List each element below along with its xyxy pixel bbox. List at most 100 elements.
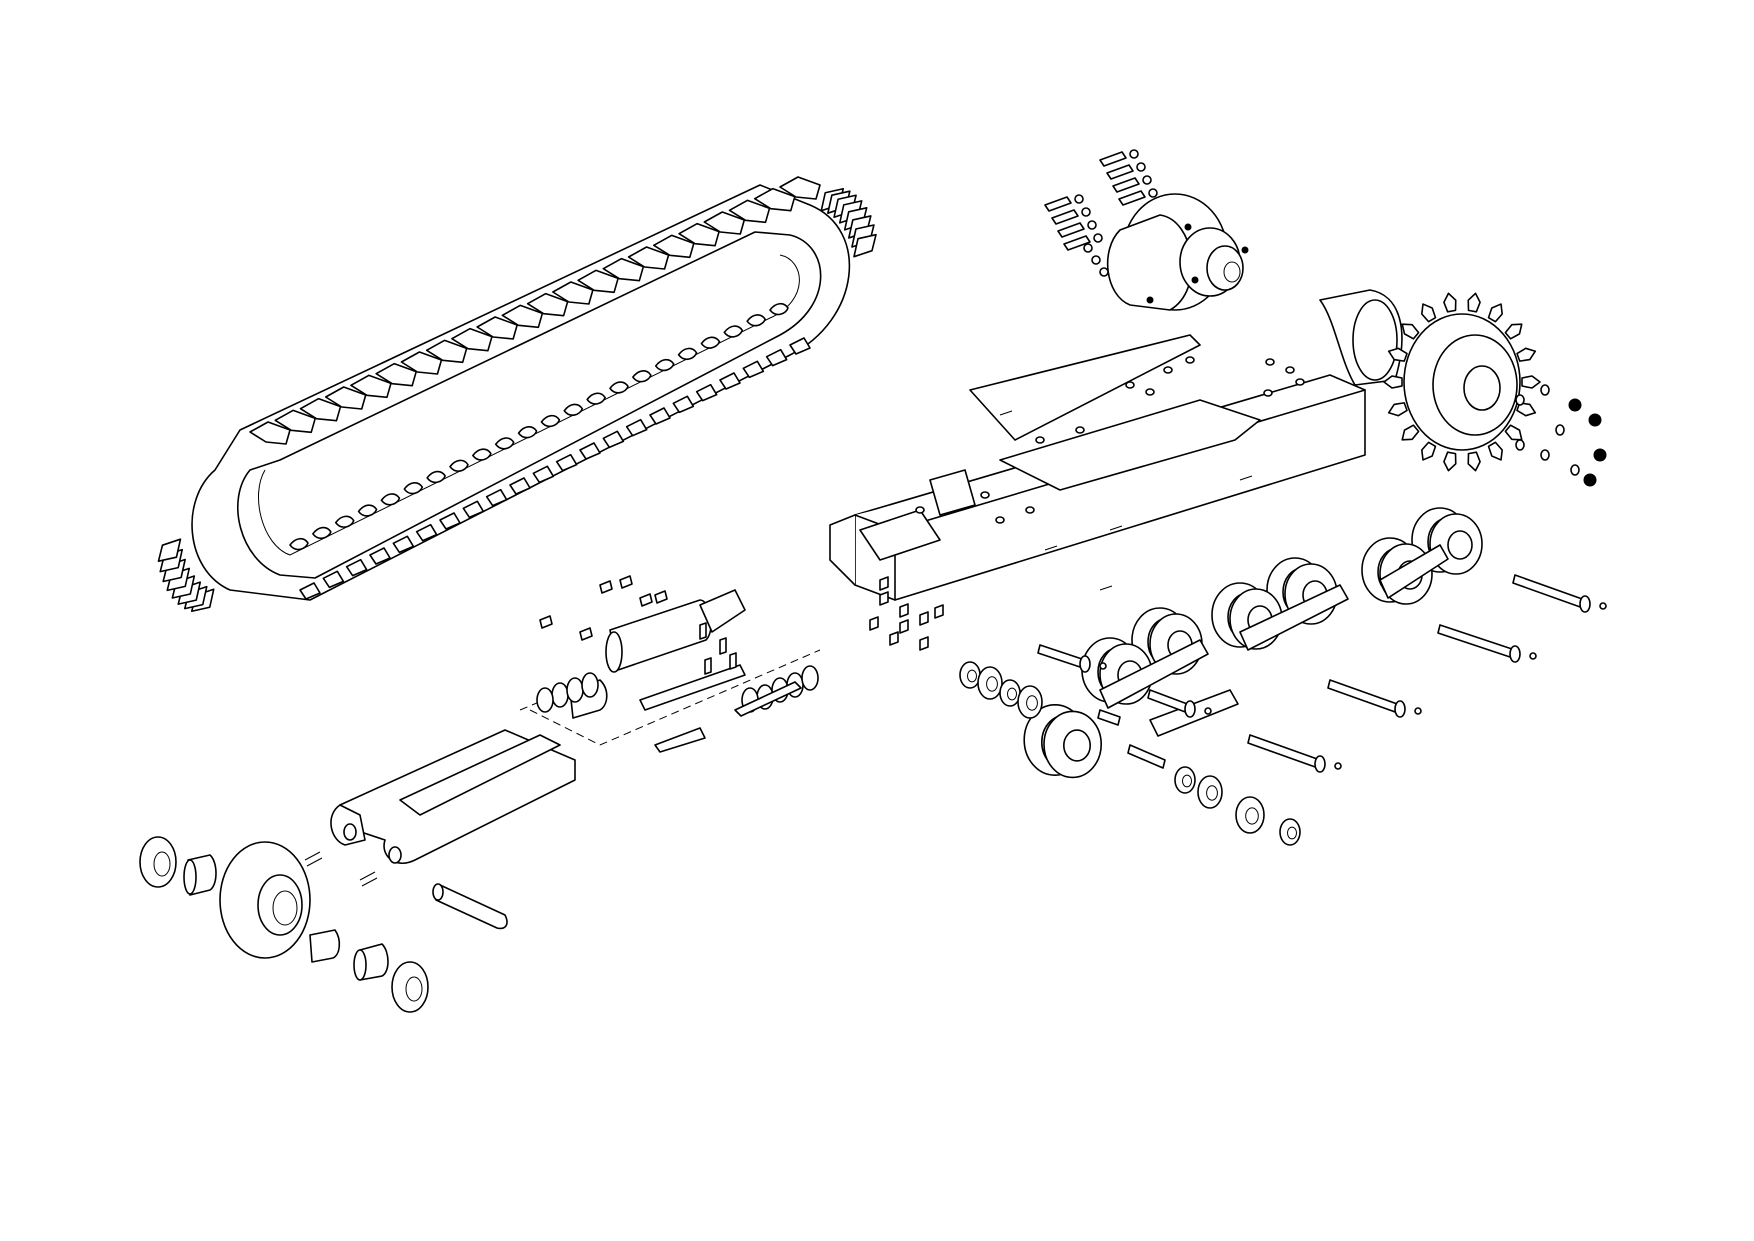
tread-lug: [552, 281, 594, 305]
tread-lug: [602, 257, 645, 282]
hole-icon: [915, 506, 925, 514]
washer-bore: [1182, 774, 1192, 788]
tread-lug: [501, 304, 544, 329]
seal-ring-icon: [566, 677, 584, 703]
drive-lug: [403, 481, 424, 495]
sprocket-tooth: [1383, 375, 1403, 389]
tread-lug: [602, 430, 625, 449]
washer-icon: [999, 679, 1021, 707]
tread-lug: [728, 199, 771, 224]
seal-ring-icon: [536, 687, 554, 713]
tread-lug: [299, 397, 342, 422]
tread-lug: [703, 211, 746, 235]
roller-bracket: [1099, 639, 1209, 709]
washer-icon: [1555, 424, 1565, 436]
rubber-track-icon: [157, 176, 877, 613]
washer-icon: [1540, 449, 1550, 461]
bolt-icon: [729, 652, 737, 670]
sprocket-tooth: [1487, 441, 1503, 461]
bolt-icon: [1099, 151, 1127, 167]
washer-icon: [1091, 255, 1101, 265]
washer-bore: [1245, 807, 1259, 825]
axle-pin: [1097, 709, 1121, 726]
axle-pin: [1247, 734, 1321, 769]
roller-icon: [1023, 507, 1483, 779]
sprocket-tooth: [1443, 292, 1457, 313]
bolt-icon: [899, 619, 909, 634]
axle-pin: [1327, 679, 1401, 714]
washer-icon: [1142, 175, 1152, 185]
tread-lug: [392, 535, 415, 554]
washer-bore: [967, 669, 977, 683]
tread-lug: [526, 292, 569, 317]
washer-icon: [1515, 394, 1525, 406]
hole-icon: [1265, 358, 1275, 366]
bolt-icon: [919, 611, 929, 626]
washer-icon: [1515, 439, 1525, 451]
washer-icon: [1148, 188, 1158, 198]
drive-lug: [380, 493, 401, 506]
tread-lug: [485, 488, 508, 507]
drive-lug: [677, 347, 698, 361]
grease-nipple: [1599, 602, 1607, 610]
hole-icon: [980, 491, 990, 499]
tread-lug: [299, 582, 321, 600]
hole-icon: [1163, 366, 1173, 374]
sprocket-tooth: [1516, 347, 1537, 362]
washer-icon: [1074, 194, 1084, 204]
tread-lug: [779, 176, 821, 200]
tread-lug: [579, 442, 601, 460]
bolt-icon: [699, 622, 707, 640]
tread-lug: [350, 374, 392, 399]
hole-icon: [1263, 389, 1273, 397]
pin-head: [1184, 700, 1196, 718]
idler-wheel-icon: [139, 836, 429, 1013]
drive-lug: [632, 370, 652, 383]
axle-pin: [1037, 644, 1086, 669]
washer-icon: [1136, 162, 1146, 172]
rod-icon: [734, 681, 802, 717]
washer-bore: [1206, 785, 1218, 801]
sprocket-tooth: [1401, 424, 1420, 441]
tread-lug: [742, 360, 765, 379]
washer-icon: [1279, 818, 1301, 846]
tread-lug: [425, 339, 468, 364]
sprocket-tooth: [1467, 451, 1481, 472]
drive-lug: [723, 325, 744, 338]
hole-icon: [1075, 426, 1085, 434]
bolt-icon: [654, 590, 668, 604]
seal-kit-icon: [536, 575, 819, 717]
washer-icon: [1017, 685, 1043, 719]
washer-bore: [1287, 826, 1297, 840]
track-teeth-icon: [157, 176, 877, 613]
tread-lug: [476, 316, 518, 340]
axle-pin: [1512, 574, 1586, 609]
axle-pin-icon: [1037, 574, 1607, 773]
drive-lug: [586, 392, 606, 405]
tread-lug: [157, 538, 182, 562]
nut-icon: [1593, 448, 1607, 462]
drive-lug: [334, 515, 355, 528]
drive-lug: [563, 403, 584, 416]
tread-lug: [853, 233, 877, 258]
washer-bore: [986, 676, 998, 692]
tread-lug: [274, 409, 317, 434]
hole-icon: [1285, 366, 1295, 374]
bolt-icon: [1057, 222, 1085, 238]
sprocket-tooth: [1387, 347, 1408, 362]
bolt-icon: [1044, 196, 1072, 212]
pin-head: [1509, 645, 1521, 663]
bearing-icon: [959, 661, 1301, 846]
washer-icon: [959, 661, 981, 689]
tread-lug: [400, 351, 443, 375]
tread-lug: [649, 407, 671, 425]
hole-icon: [1025, 506, 1035, 514]
bolt-icon: [919, 636, 929, 651]
bolt-icon: [899, 603, 909, 618]
roller-bracket: [1379, 544, 1449, 599]
bolt-icon: [1112, 177, 1140, 193]
frame-icon: [829, 289, 1403, 651]
tread-lug: [415, 523, 438, 542]
bolt-icon: [719, 637, 727, 655]
